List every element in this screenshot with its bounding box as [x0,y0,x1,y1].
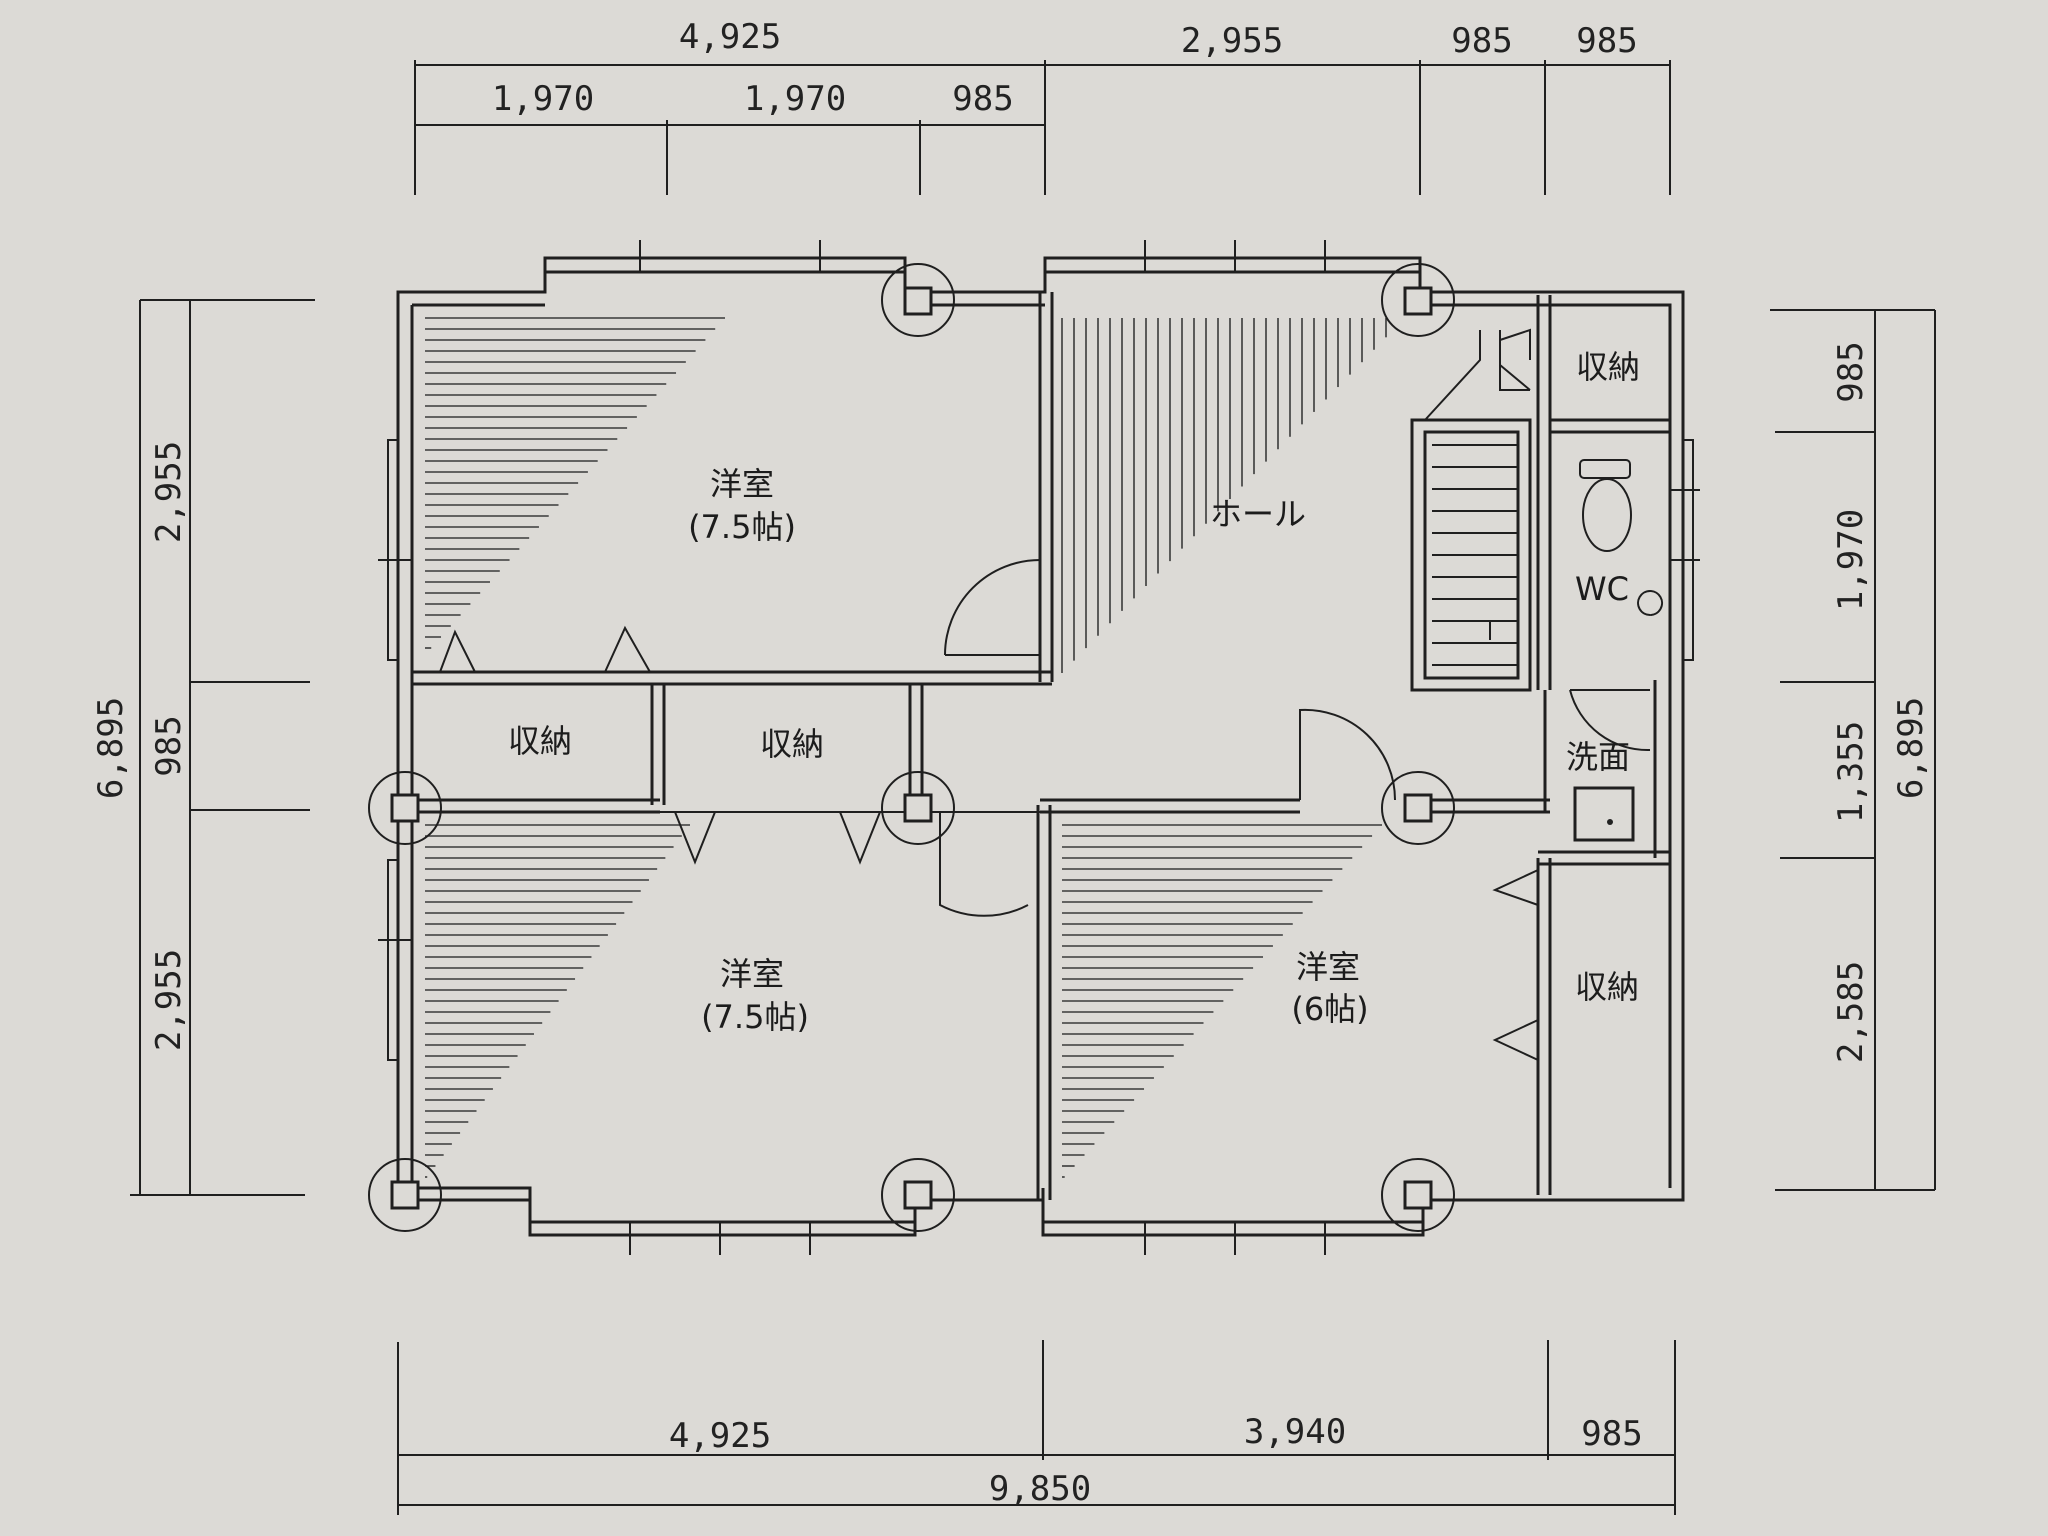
room-name-storage-mid-center: 収納 [760,725,824,763]
room-name-storage-mid-left: 収納 [508,722,572,760]
room-name-western-bottom-right: 洋室 [1296,948,1360,986]
room-name-hall: ホール [1210,495,1306,533]
bottom-dimensions: 4,925 3,940 985 9,850 [397,1340,1676,1515]
dim-bottom-3940: 3,940 [1244,1412,1346,1452]
dim-top-4925: 4,925 [679,17,781,57]
door-bedroom-bottom-left [939,812,1029,917]
dim-right-6895: 6,895 [1891,697,1931,799]
dim-top-985-c: 985 [952,79,1013,119]
left-dimensions: 6,895 2,955 985 2,955 [91,299,315,1196]
toilet-icon [1579,459,1664,616]
room-size-western-bottom-right: (6帖) [1291,990,1368,1028]
room-name-storage-bottom-right: 収納 [1575,968,1639,1006]
room-size-western-top: (7.5帖) [688,508,796,546]
washbasin-icon [1573,786,1635,842]
dim-right-985: 985 [1831,341,1871,402]
room-size-western-bottom-left: (7.5帖) [701,998,809,1036]
floor-hatching [425,317,1387,1178]
room-name-storage-top-right: 収納 [1576,348,1640,386]
dim-left-6895: 6,895 [91,697,131,799]
room-name-washroom: 洗面 [1566,738,1630,776]
dim-left-2955-a: 2,955 [149,441,189,543]
door-bedroom-top [944,559,1041,656]
dim-top-1970-a: 1,970 [492,79,594,119]
dim-top-1970-b: 1,970 [744,79,846,119]
dim-bottom-9850: 9,850 [989,1469,1091,1509]
dim-top-2955: 2,955 [1181,21,1283,61]
door-wc [1569,689,1651,752]
door-bedroom-bottom-right [1299,708,1397,801]
dim-right-1355: 1,355 [1831,721,1871,823]
dim-top-985-b: 985 [1576,21,1637,61]
dim-right-1970: 1,970 [1831,509,1871,611]
walls [368,240,1700,1255]
dim-top-985-a: 985 [1451,21,1512,61]
dim-bottom-985: 985 [1581,1414,1642,1454]
room-name-wc: WC [1575,570,1629,608]
dim-left-2955-b: 2,955 [149,949,189,1051]
room-name-western-top: 洋室 [710,465,774,503]
room-name-western-bottom-left: 洋室 [720,955,784,993]
top-dimensions: 4,925 2,955 985 985 1,970 1,970 985 [414,17,1671,195]
room-labels: 洋室 (7.5帖) ホール 収納 WC 収納 収納 洗面 洋室 (7.5帖) 洋… [508,348,1640,1036]
right-dimensions: 985 1,970 1,355 2,585 6,895 [1770,309,1936,1191]
dim-bottom-4925: 4,925 [669,1416,771,1456]
dim-left-985: 985 [149,715,189,776]
dim-right-2585: 2,585 [1831,961,1871,1063]
